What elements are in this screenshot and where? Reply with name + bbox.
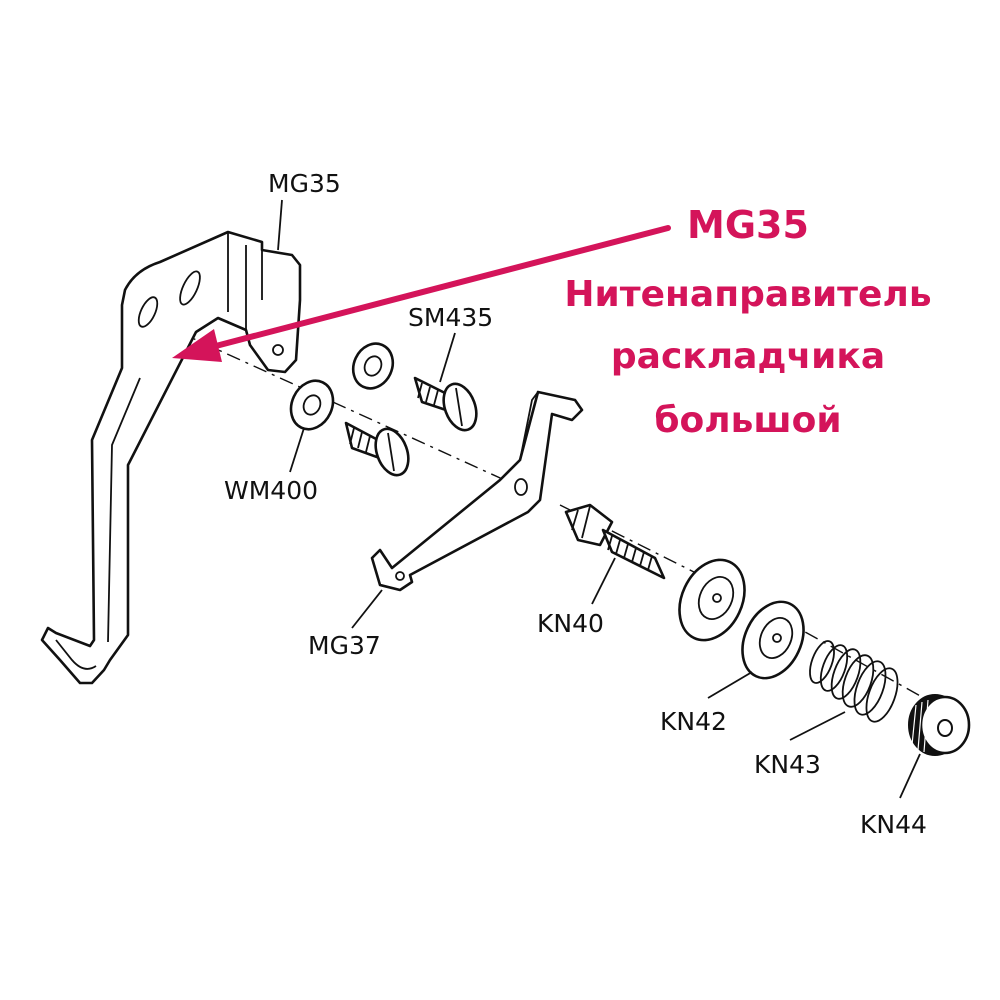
kn42-disc-back [741, 600, 805, 680]
label-wm400: WM400 [224, 476, 318, 505]
leader-kn43 [789, 711, 846, 741]
sm435-washer [351, 342, 395, 390]
callout-code: MG35 [687, 203, 809, 247]
callout-line-1: Нитенаправитель [564, 274, 931, 315]
wm400-washer [289, 379, 335, 431]
leader-mg35 [277, 199, 283, 251]
leader-kn40 [591, 557, 616, 605]
leader-kn42 [707, 671, 753, 699]
wm400-screw [344, 421, 410, 477]
mg37-lever [370, 390, 584, 592]
leader-wm400 [289, 427, 305, 473]
label-kn43: KN43 [754, 750, 821, 779]
mg35-bracket [40, 230, 302, 685]
label-sm435: SM435 [408, 303, 493, 332]
kn42-disc-front [678, 558, 746, 642]
callout-line-3: большой [654, 400, 841, 441]
callout-arrow [172, 225, 671, 362]
callout-line-2: раскладчика [611, 336, 885, 377]
leader-mg37 [351, 589, 383, 629]
label-mg37: MG37 [308, 631, 381, 660]
kn44-nut [908, 694, 971, 756]
label-mg35: MG35 [268, 169, 341, 198]
label-kn42: KN42 [660, 707, 727, 736]
sm435-screw [413, 376, 478, 432]
label-kn44: KN44 [860, 810, 927, 839]
kn43-spring [809, 640, 899, 723]
kn40-stud [564, 503, 666, 580]
label-kn40: KN40 [537, 609, 604, 638]
assembly-axis [147, 317, 961, 719]
leader-sm435 [439, 332, 456, 383]
leader-kn44 [899, 753, 921, 799]
